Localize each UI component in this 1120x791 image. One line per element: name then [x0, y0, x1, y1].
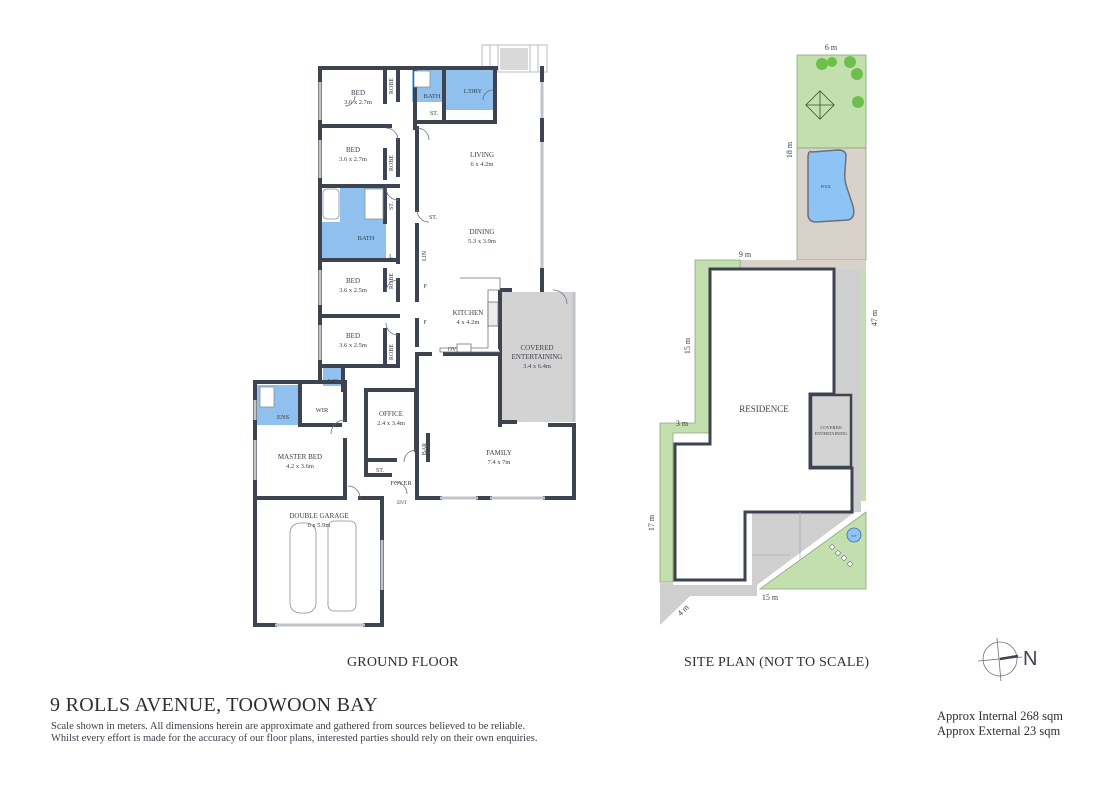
svg-text:3.4 x 6.4m: 3.4 x 6.4m [523, 363, 551, 370]
windows [253, 82, 576, 627]
svg-text:N: N [1023, 648, 1037, 670]
svg-text:18 m: 18 m [785, 141, 794, 158]
driveway-tiles [752, 512, 801, 560]
kitchen-bench [439, 277, 501, 353]
front-paving [660, 512, 855, 625]
stepping-stones [828, 543, 854, 568]
doors [330, 89, 568, 499]
svg-text:OFFICE: OFFICE [379, 410, 403, 418]
svg-text:DINING: DINING [470, 228, 495, 236]
svg-text:5.3 x 3.9m: 5.3 x 3.9m [468, 238, 496, 245]
svg-text:L'DRY: L'DRY [464, 88, 483, 95]
svg-text:DOUBLE GARAGE: DOUBLE GARAGE [289, 512, 348, 520]
pool [807, 149, 855, 223]
svg-text:ENTERTAINING: ENTERTAINING [815, 431, 848, 436]
residence-label: RESIDENCE [739, 404, 789, 414]
svg-text:47 m: 47 m [870, 309, 879, 326]
svg-text:BED: BED [346, 277, 360, 285]
svg-text:COVERED: COVERED [520, 344, 553, 352]
svg-text:2.4 x 3.4m: 2.4 x 3.4m [377, 420, 405, 427]
covered-entertaining-area [500, 292, 574, 422]
svg-text:FAMILY: FAMILY [486, 449, 512, 457]
svg-text:BED: BED [351, 89, 365, 97]
svg-text:BATH: BATH [358, 235, 375, 242]
svg-text:9 m: 9 m [739, 250, 752, 259]
svg-text:17 m: 17 m [647, 514, 656, 531]
svg-text:FOYER: FOYER [390, 480, 412, 487]
front-lawn [758, 511, 867, 590]
north-arrow-icon: N [977, 637, 1037, 682]
svg-text:3.6 x 2.7m: 3.6 x 2.7m [344, 99, 372, 106]
internal-area: Approx Internal 268 sqm [937, 709, 1064, 723]
ground-floor-plan: BED 3.6 x 2.7m BED 3.6 x 2.7m BED 3.6 x … [253, 44, 576, 627]
disclaimer-line-2: Whilst every effort is made for the accu… [51, 733, 538, 744]
svg-text:LIN: LIN [422, 250, 428, 261]
svg-text:ROBE: ROBE [389, 344, 395, 360]
svg-text:BATH: BATH [424, 93, 441, 100]
svg-text:ENTERTAINING: ENTERTAINING [512, 353, 563, 361]
svg-text:ENS: ENS [277, 414, 290, 421]
svg-text:COVERED: COVERED [820, 425, 842, 430]
svg-text:ENT: ENT [397, 501, 407, 506]
ground-floor-label: GROUND FLOOR [347, 655, 459, 670]
svg-text:ST.: ST. [429, 215, 438, 221]
fixtures [259, 70, 431, 614]
svg-text:WC: WC [328, 378, 338, 385]
svg-text:ST.: ST. [389, 201, 395, 210]
svg-text:BED: BED [346, 146, 360, 154]
svg-text:BED: BED [346, 332, 360, 340]
svg-text:F: F [423, 320, 427, 326]
svg-text:4 x 4.2m: 4 x 4.2m [457, 319, 480, 326]
svg-text:WIR: WIR [316, 407, 329, 414]
svg-text:ROBE: ROBE [389, 78, 395, 94]
pool-label: POOL [821, 184, 832, 189]
svg-text:P: P [423, 284, 427, 290]
walls [253, 66, 576, 627]
svg-text:4.2 x 3.6m: 4.2 x 3.6m [286, 463, 314, 470]
svg-text:KITCHEN: KITCHEN [453, 309, 484, 317]
svg-text:3.6 x 2.7m: 3.6 x 2.7m [339, 156, 367, 163]
site-covered-entertaining [809, 393, 853, 469]
svg-text:ST.: ST. [430, 111, 439, 117]
svg-text:3.6 x 2.5m: 3.6 x 2.5m [339, 342, 367, 349]
svg-text:15 m: 15 m [683, 337, 692, 354]
svg-text:3.6 x 2.5m: 3.6 x 2.5m [339, 287, 367, 294]
svg-text:ROBE: ROBE [389, 273, 395, 289]
svg-text:ROBE: ROBE [389, 155, 395, 171]
svg-text:MASTER BED: MASTER BED [278, 453, 322, 461]
right-lawn-strip [861, 269, 866, 501]
svg-text:6 x 5.9m: 6 x 5.9m [308, 522, 331, 529]
svg-text:BAR: BAR [422, 443, 428, 455]
svg-text:LIVING: LIVING [470, 151, 494, 159]
tree-icons [816, 56, 864, 108]
side-deck [740, 260, 866, 269]
external-area: Approx External 23 sqm [937, 724, 1061, 738]
svg-text:L: L [389, 254, 393, 260]
disclaimer-line-1: Scale shown in meters. All dimensions he… [51, 721, 526, 732]
left-lawn [659, 259, 741, 583]
svg-text:6 x 4.2m: 6 x 4.2m [471, 161, 494, 168]
room-labels: BED 3.6 x 2.7m BED 3.6 x 2.7m BED 3.6 x … [277, 78, 563, 529]
svg-text:15 m: 15 m [762, 593, 779, 602]
water-tank-icon [846, 527, 862, 543]
disclaimer: Scale shown in meters. All dimensions he… [51, 721, 537, 745]
svg-text:WT: WT [851, 534, 857, 538]
gazebo-icon [805, 90, 835, 120]
svg-text:ST.: ST. [376, 468, 385, 474]
svg-text:3 m: 3 m [676, 419, 689, 428]
area-summary: Approx Internal 268 sqm Approx External … [937, 709, 1063, 739]
svg-text:OV: OV [448, 347, 457, 353]
property-address-title: 9 ROLLS AVENUE, TOOWOON BAY [50, 694, 378, 716]
site-plan-label: SITE PLAN (NOT TO SCALE) [684, 655, 870, 670]
svg-text:6 m: 6 m [825, 43, 838, 52]
svg-text:7.4 x 7m: 7.4 x 7m [488, 459, 511, 466]
site-plan: POOL COVERED ENTERTAINING RESIDENCE [647, 43, 879, 625]
